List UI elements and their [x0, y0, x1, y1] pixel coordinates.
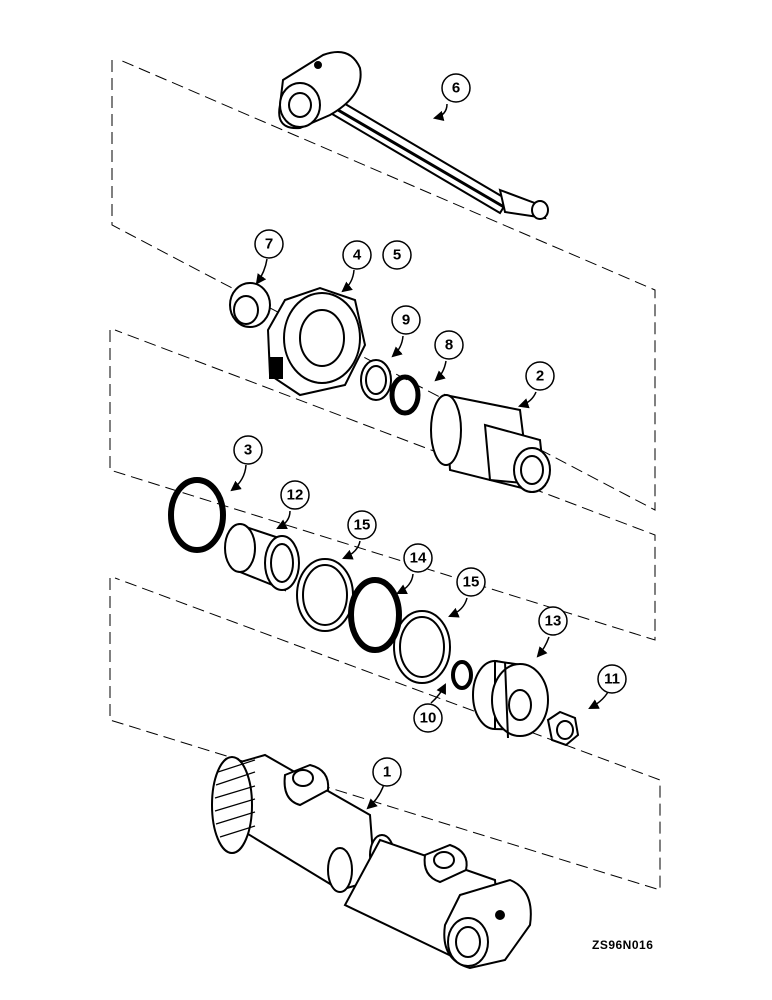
callout-12: 12 — [287, 487, 304, 504]
part-12-spacer-sleeve — [224, 523, 300, 592]
part-8-o-ring — [389, 374, 421, 416]
callout-8: 8 — [445, 337, 453, 354]
part-1-cylinder-barrel — [211, 753, 532, 970]
part-4-5-gland-nut — [266, 286, 367, 397]
part-14-piston-seal — [348, 577, 402, 653]
callout-6: 6 — [452, 80, 460, 97]
callout-9: 9 — [402, 312, 410, 329]
part-13-piston — [472, 659, 549, 739]
part-15-backup-ring-b — [393, 610, 451, 684]
callout-2: 2 — [536, 368, 544, 385]
callout-circles — [233, 73, 627, 787]
callout-5: 5 — [393, 247, 401, 264]
part-9-backup-ring — [360, 359, 392, 401]
callout-labels: 6 7 4 5 9 8 2 3 12 15 14 15 10 13 11 1 — [244, 80, 620, 781]
callout-14: 14 — [410, 550, 427, 567]
callout-7: 7 — [265, 236, 273, 253]
callout-13: 13 — [545, 613, 562, 630]
part-15-backup-ring-a — [296, 558, 354, 632]
part-3-o-ring — [168, 477, 226, 553]
part-10-o-ring — [451, 660, 473, 690]
figure-code: ZS96N016 — [592, 938, 654, 952]
callout-4: 4 — [353, 247, 362, 264]
callout-10: 10 — [420, 710, 437, 727]
part-6-piston-rod — [278, 51, 549, 220]
callout-15-b: 15 — [463, 574, 480, 591]
part-2-gland — [430, 393, 551, 493]
callout-15-a: 15 — [354, 517, 371, 534]
callout-3: 3 — [244, 442, 252, 459]
leader-arrows — [230, 103, 611, 810]
part-11-lock-nut — [546, 710, 580, 747]
part-7-wiper-ring — [229, 282, 271, 328]
callout-1: 1 — [383, 764, 391, 781]
callout-11: 11 — [604, 671, 620, 688]
